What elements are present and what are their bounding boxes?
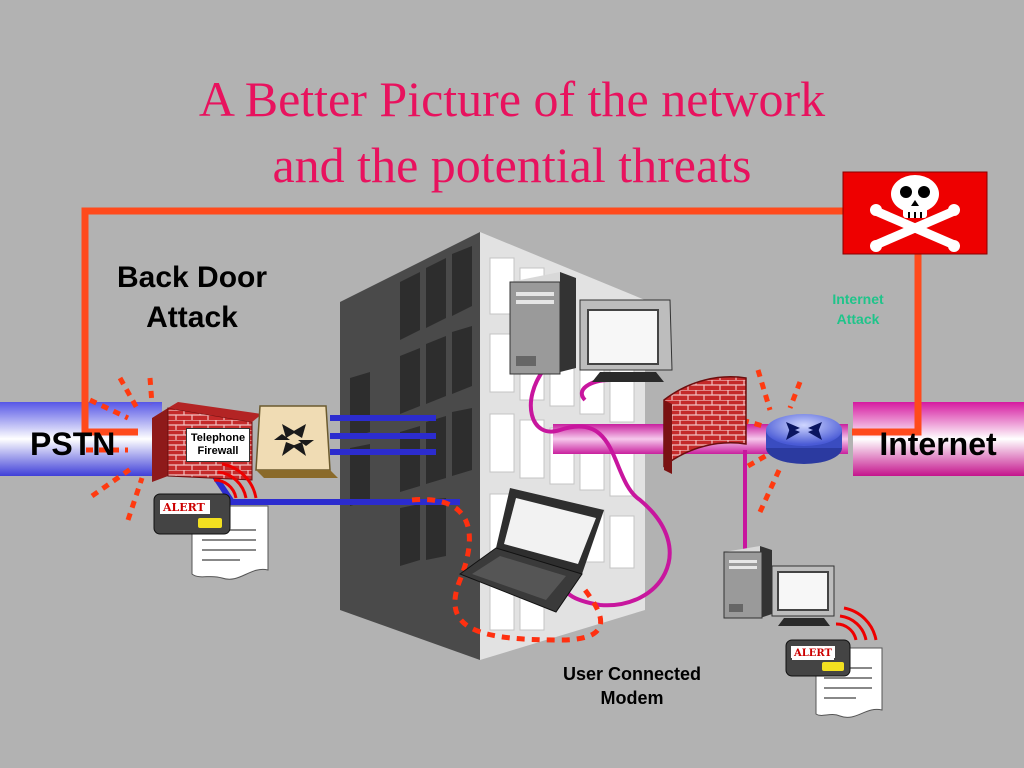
- title-line-2: and the potential threats: [272, 137, 752, 193]
- alert-text-right: ALERT: [792, 647, 834, 660]
- skull-crossbones-flag-icon: [842, 171, 988, 255]
- user-connected-modem-line-1: User Connected: [562, 664, 702, 684]
- monitor-icon-2: [771, 565, 835, 626]
- back-door-attack-path: [81, 207, 843, 436]
- telephone-firewall-label-line-2: Firewall: [197, 445, 239, 457]
- switch-icon: [255, 405, 338, 478]
- modem-attack-path: [411, 497, 604, 643]
- internet-attack-path: [852, 250, 922, 436]
- user-connected-modem-line-2: Modem: [600, 688, 664, 708]
- telephone-firewall-label: Telephone Firewall: [186, 428, 250, 462]
- alert-text-left: ALERT: [161, 501, 207, 514]
- internet-attack-line-2: Attack: [836, 311, 880, 327]
- internet-attack-line-1: Internet: [832, 291, 884, 307]
- server-icon: [509, 272, 576, 375]
- back-door-attack-label: Back Door Attack: [92, 258, 292, 338]
- pstn-label: PSTN: [30, 426, 116, 462]
- back-door-attack-line-1: Back Door: [116, 261, 268, 294]
- router-icon: [766, 414, 842, 464]
- internet-pipe: [853, 402, 1024, 476]
- pstn-pipe: [0, 402, 162, 476]
- pstn-alarm-burst: [86, 376, 155, 521]
- brick-firewall-icon: [663, 376, 747, 474]
- monitor-icon: [579, 299, 673, 382]
- page-title: A Better Picture of the network and the …: [0, 66, 1024, 198]
- internet-label: Internet: [879, 426, 997, 462]
- back-door-attack-line-2: Attack: [146, 301, 238, 334]
- user-connected-modem-label: User Connected Modem: [542, 662, 722, 710]
- title-line-1: A Better Picture of the network: [198, 71, 826, 127]
- internet-attack-label: Internet Attack: [808, 289, 908, 329]
- laptop-icon: [458, 488, 604, 613]
- server-icon-2: [723, 546, 772, 619]
- telephone-firewall-label-line-1: Telephone: [190, 432, 246, 444]
